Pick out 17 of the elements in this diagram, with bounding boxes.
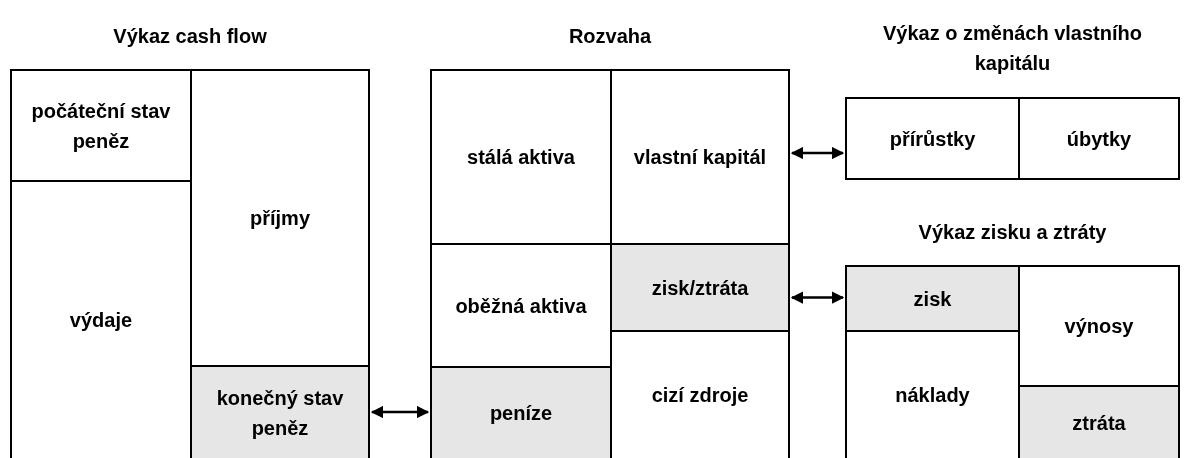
account-cell: přírůstky bbox=[845, 97, 1018, 180]
account-cell: počáteční stav peněz bbox=[10, 69, 190, 180]
account-cell: peníze bbox=[430, 366, 610, 458]
account-cell: cizí zdroje bbox=[610, 330, 790, 458]
double-arrow bbox=[790, 291, 845, 304]
table-title: Rozvaha bbox=[567, 24, 653, 49]
account-cell: úbytky bbox=[1018, 97, 1180, 180]
table-title: Výkaz zisku a ztráty bbox=[917, 220, 1108, 245]
account-cell: ztráta bbox=[1018, 385, 1180, 458]
double-arrow bbox=[790, 146, 845, 160]
account-cell: konečný stav peněz bbox=[190, 365, 370, 458]
double-arrow bbox=[370, 405, 430, 419]
table-title: Výkaz o změnách vlastního kapitálu bbox=[882, 21, 1143, 76]
account-cell: zisk bbox=[845, 265, 1018, 330]
table-title: Výkaz cash flow bbox=[112, 24, 268, 49]
account-cell: zisk/ztráta bbox=[610, 243, 790, 330]
account-cell: stálá aktiva bbox=[430, 69, 610, 243]
